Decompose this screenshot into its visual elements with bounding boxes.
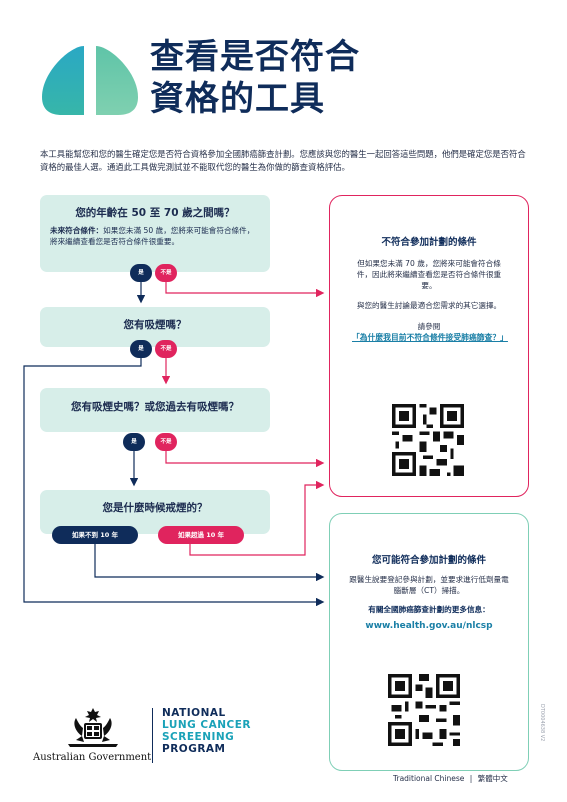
eligible-title: 您可能符合參加計劃的條件 <box>371 555 486 566</box>
document-id: DT0004638 V2 <box>539 704 545 742</box>
language-native: 繁體中文 <box>477 774 508 783</box>
question-quit-title: 您是什麼時候戒煙的？ <box>102 502 208 514</box>
question-smoking-box: 您有吸煙嗎？ <box>40 307 270 347</box>
not-eligible-text-2: 與您的醫生討論最適合您需求的其它選擇。 <box>356 301 502 310</box>
q1-no-pill[interactable]: 不是 <box>155 264 177 282</box>
qr-code-icon <box>392 404 464 476</box>
q1-yes-pill[interactable]: 是 <box>130 264 152 282</box>
page-title: 查看是否符合 資格的工具 <box>150 36 360 120</box>
quit-over-10-button[interactable]: 如果超過 10 年 <box>158 526 244 544</box>
program-line-2: LUNG CANCER <box>162 719 251 731</box>
q2-no-pill[interactable]: 不是 <box>155 340 177 358</box>
language-english: Traditional Chinese <box>393 774 465 783</box>
coat-of-arms-icon <box>68 708 118 747</box>
question-age-title: 您的年齡在 50 至 70 歲之間嗎？ <box>75 207 235 219</box>
program-line-1: NATIONAL <box>162 707 226 719</box>
future-eligible-text: 如果您未滿 50 歲，您將來可能會符合條件，將來繼續查看您是否符合條件很重要。 <box>50 226 255 246</box>
q2-yes-pill[interactable]: 是 <box>130 340 152 358</box>
qr-code-icon <box>388 674 460 746</box>
why-not-eligible-link[interactable]: 「為什麼我目前不符合條件接受肺癌篩查？」 <box>352 333 508 342</box>
question-age-note: 未來符合條件：如果您未滿 50 歲，您將來可能會符合條件，將來繼續查看您是否符合… <box>50 225 260 247</box>
arrow-q3-no <box>165 451 325 468</box>
program-line-3: SCREENING <box>162 731 235 743</box>
q3-yes-pill[interactable]: 是 <box>123 433 145 451</box>
intro-paragraph: 本工具能幫您和您的醫生確定您是否符合資格參加全國肺癌篩查計劃。您應該與您的醫生一… <box>40 149 526 172</box>
arrow-q2-yes <box>23 358 325 607</box>
arrow-q4-under10 <box>94 544 325 582</box>
question-history-title: 您有吸煙史嗎？或您過去有吸煙嗎？ <box>71 401 239 413</box>
not-eligible-title: 不符合參加計劃的條件 <box>381 237 477 248</box>
question-smoking-title: 您有吸煙嗎？ <box>123 319 187 331</box>
question-history-box: 您有吸煙史嗎？或您過去有吸煙嗎？ <box>40 388 270 432</box>
more-info-label: 有關全國肺癌篩查計劃的更多信息： <box>368 605 490 614</box>
lungs-logo-icon <box>42 46 138 115</box>
arrow-q1-no <box>165 282 325 298</box>
eligible-text: 跟醫生說要登記參與計劃，並要求進行低劑量電腦斷層（CT）掃描。 <box>349 575 509 595</box>
program-website-link[interactable]: www.health.gov.au/nlcsp <box>365 621 493 631</box>
future-eligible-label: 未來符合條件： <box>50 226 104 235</box>
question-age-box: 您的年齡在 50 至 70 歲之間嗎？ 未來符合條件：如果您未滿 50 歲，您將… <box>40 195 270 272</box>
not-eligible-text-1: 但如果您未滿 70 歲，您將來可能會符合條件，因此將來繼續查看您是否符合條件很重… <box>356 259 502 290</box>
see-label: 請參閱 <box>417 322 441 331</box>
title-line-1: 查看是否符合 <box>150 37 360 77</box>
government-label: Australian Government <box>33 752 152 763</box>
footer-divider <box>152 708 153 763</box>
title-line-2: 資格的工具 <box>150 79 325 119</box>
language-label: Traditional Chinese | 繁體中文 <box>393 773 508 784</box>
arrow-q4-over10 <box>189 480 325 556</box>
program-line-4: PROGRAM <box>162 743 226 755</box>
language-separator: | <box>469 774 473 783</box>
quit-under-10-button[interactable]: 如果不到 10 年 <box>52 526 138 544</box>
q3-no-pill[interactable]: 不是 <box>155 433 177 451</box>
program-logo-text: NATIONAL LUNG CANCER SCREENING PROGRAM <box>162 707 251 755</box>
